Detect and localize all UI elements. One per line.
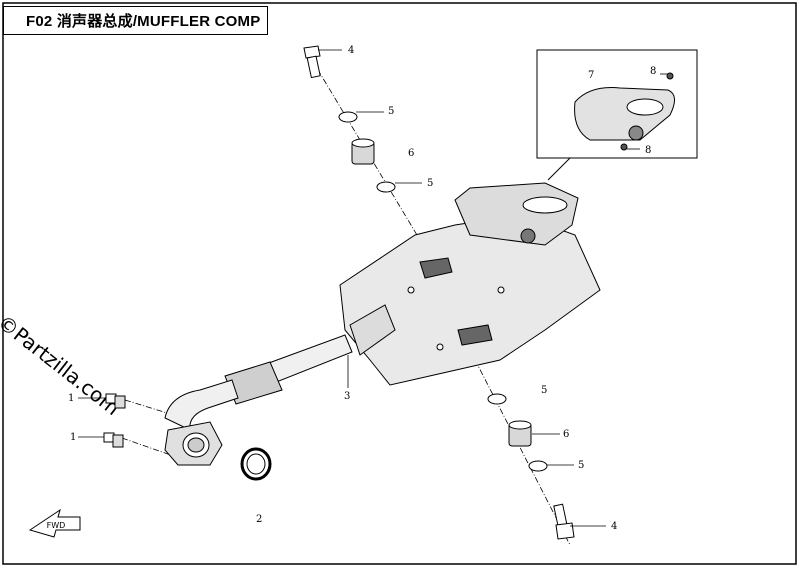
grommet-top bbox=[351, 138, 375, 165]
diagram-title: F02 消声器总成/MUFFLER COMP bbox=[26, 13, 261, 30]
callout-washer-bottom-lower: 5 bbox=[578, 460, 584, 471]
bolt-top bbox=[303, 45, 321, 79]
callout-stud-a: 1 bbox=[68, 393, 74, 404]
gasket bbox=[240, 447, 272, 481]
fwd-arrow-icon: FWD bbox=[28, 508, 81, 538]
fwd-label: FWD bbox=[47, 521, 66, 530]
bolt-bottom bbox=[553, 503, 575, 540]
callout-bolt-bottom: 4 bbox=[611, 521, 617, 532]
callout-grommet-bottom: 6 bbox=[563, 429, 569, 440]
callout-washer-top-upper: 5 bbox=[388, 106, 394, 117]
exhaust-flange bbox=[164, 421, 223, 466]
axis-bottom bbox=[469, 349, 571, 546]
callout-grommet-top: 6 bbox=[408, 148, 414, 159]
callout-gasket: 2 bbox=[256, 514, 262, 525]
leader-lines bbox=[78, 49, 668, 527]
inlet-pipe bbox=[164, 304, 396, 431]
washer-top-upper bbox=[338, 111, 358, 123]
washer-top-lower bbox=[376, 181, 396, 193]
washer-bottom-upper bbox=[487, 393, 507, 405]
heat-shield-inset bbox=[536, 49, 698, 181]
callout-stud-b: 1 bbox=[70, 432, 76, 443]
callout-screw-8b: 8 bbox=[645, 145, 651, 156]
stud-a bbox=[105, 393, 126, 409]
callout-washer-top-lower: 5 bbox=[427, 178, 433, 189]
callout-washer-bottom-upper: 5 bbox=[541, 385, 547, 396]
callout-muffler: 3 bbox=[344, 391, 350, 402]
callout-heat-shield: 7 bbox=[588, 70, 594, 81]
muffler-body bbox=[339, 182, 601, 386]
callout-screw-8a: 8 bbox=[650, 66, 656, 77]
stud-b bbox=[103, 432, 124, 448]
washer-bottom-lower bbox=[528, 460, 548, 472]
callout-bolt-top: 4 bbox=[348, 45, 354, 56]
grommet-bottom bbox=[508, 420, 532, 447]
